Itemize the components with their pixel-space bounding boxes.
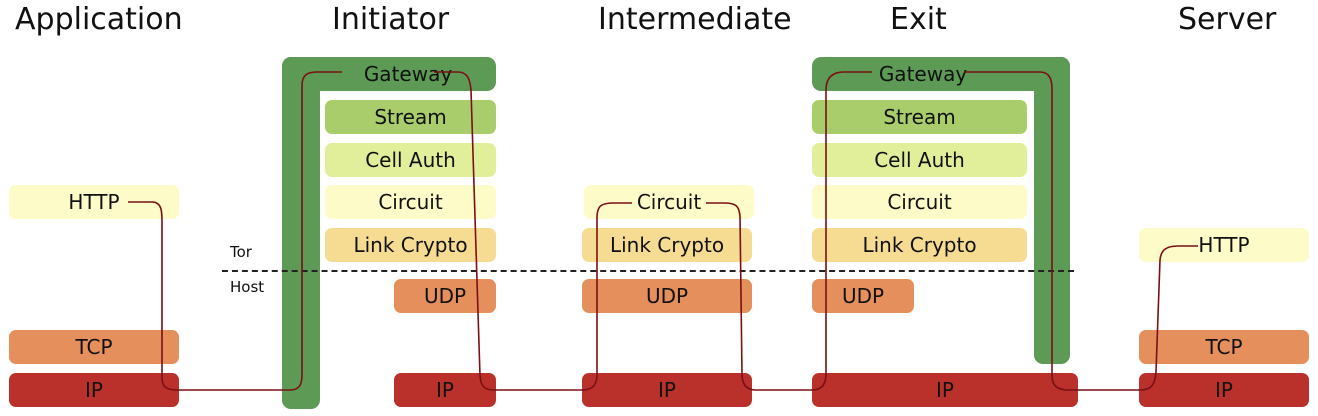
layer-link-crypto-exit: Link Crypto <box>812 228 1027 262</box>
tor-label: Tor <box>230 243 252 261</box>
layer-gateway-initiator: Gateway <box>363 62 453 86</box>
layer-circuit-initiator: Circuit <box>325 185 496 219</box>
initiator-gateway-pillar <box>282 57 320 409</box>
layer-http-server: HTTP <box>1139 228 1309 262</box>
layer-tcp-server: TCP <box>1139 330 1309 364</box>
column-title-exit: Exit <box>890 2 947 37</box>
layer-udp-intermediate: UDP <box>582 279 752 313</box>
tor-host-boundary-line <box>222 270 1074 272</box>
layer-cell-auth-initiator: Cell Auth <box>325 143 496 177</box>
layer-gateway-exit: Gateway <box>878 62 968 86</box>
layer-link-crypto-initiator: Link Crypto <box>325 228 496 262</box>
exit-gateway-bar <box>812 57 1070 91</box>
column-title-intermediate: Intermediate <box>598 2 792 37</box>
layer-ip-initiator: IP <box>394 373 496 407</box>
column-title-server: Server <box>1178 2 1277 37</box>
layer-ip-intermediate: IP <box>582 373 752 407</box>
layer-cell-auth-exit: Cell Auth <box>812 143 1027 177</box>
layer-circuit-exit: Circuit <box>812 185 1027 219</box>
layer-udp-exit: UDP <box>812 279 914 313</box>
layer-udp-initiator: UDP <box>394 279 496 313</box>
layer-ip-server: IP <box>1139 373 1309 407</box>
layer-circuit-intermediate: Circuit <box>584 185 754 219</box>
host-label: Host <box>230 278 265 296</box>
layer-stream-exit: Stream <box>812 100 1027 134</box>
layer-stream-initiator: Stream <box>325 100 496 134</box>
layer-link-crypto-intermediate: Link Crypto <box>582 228 752 262</box>
layer-tcp-application: TCP <box>9 330 179 364</box>
column-title-application: Application <box>15 2 183 37</box>
column-title-initiator: Initiator <box>332 2 450 37</box>
layer-ip-exit: IP <box>812 373 1078 407</box>
layer-ip-application: IP <box>9 373 179 407</box>
